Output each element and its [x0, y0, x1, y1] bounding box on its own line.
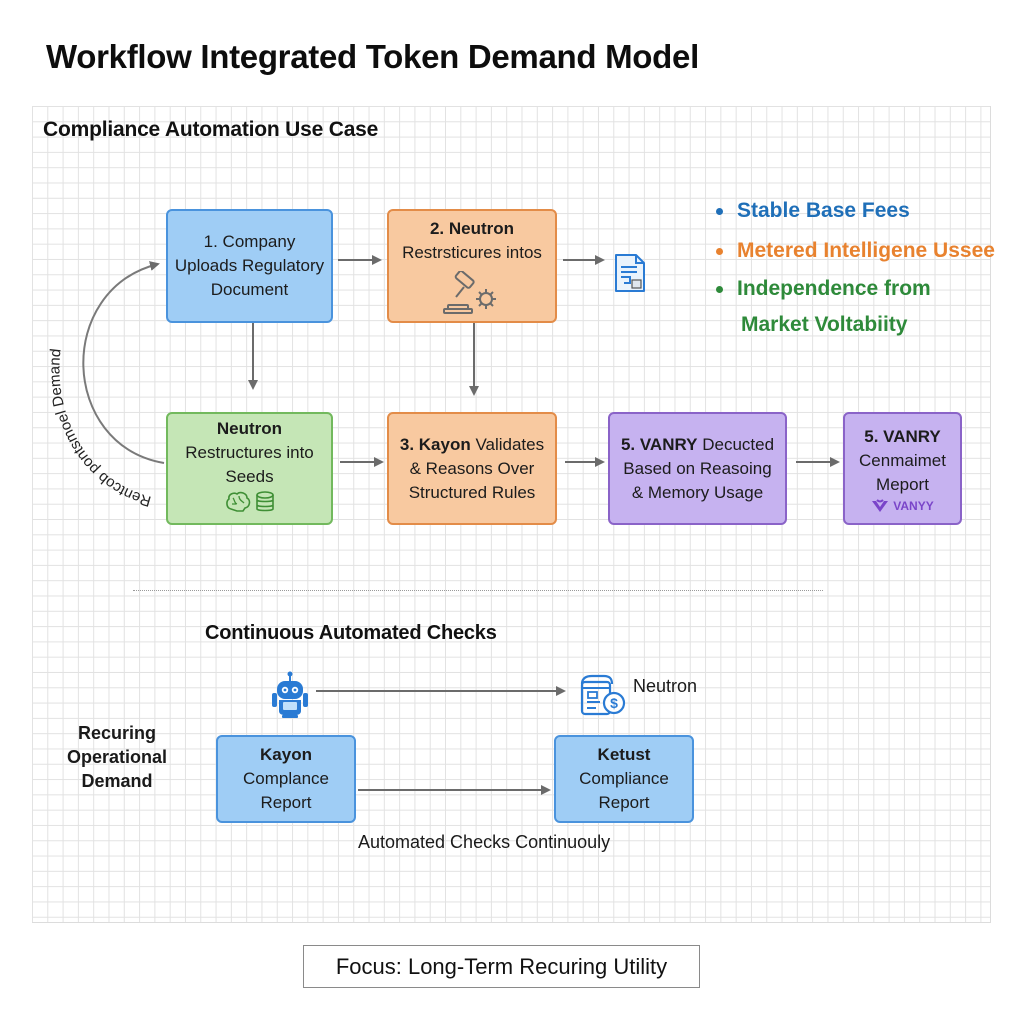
- box-line: Document: [210, 280, 289, 299]
- vanry-logo-icon: [872, 498, 889, 512]
- gavel-gear-icon: [442, 269, 502, 322]
- bullet-text: Market Voltabiity: [741, 313, 908, 336]
- bullet-market-volatility: Market Voltabiity: [741, 313, 907, 337]
- side-label-line: Demand: [81, 771, 153, 791]
- kayon-report-box[interactable]: Kayon Complance Report: [216, 735, 356, 823]
- box-line: Restructures into: [185, 443, 314, 462]
- bullet-text: Independence from: [737, 277, 931, 300]
- box-heading: 5. VANRY: [620, 434, 698, 454]
- box-line: Based on Reasoing: [623, 458, 772, 478]
- box-line: Structured Rules: [408, 482, 536, 502]
- robot-icon: [268, 671, 312, 724]
- focus-box: Focus: Long-Term Recuring Utility: [303, 945, 700, 988]
- bullet-dot: [716, 285, 723, 293]
- box-line: Report: [260, 793, 312, 812]
- automated-checks-caption: Automated Checks Continuouly: [358, 832, 611, 852]
- box-heading: Neutron: [216, 419, 283, 438]
- box-line: Meport: [876, 474, 929, 494]
- bullet-text: Stable Base Fees: [737, 199, 910, 222]
- neutron-label: Neutron: [633, 676, 698, 696]
- box-line: Complance: [243, 769, 329, 788]
- kayon-validates-box[interactable]: 3. Kayon Validates & Reasons Over Struct…: [387, 412, 557, 525]
- bullet-dot: [716, 247, 723, 255]
- company-upload-box[interactable]: 1. Company Uploads Regulatory Document: [166, 209, 333, 323]
- neutron-restructure-box[interactable]: 2. Neutron Restrsticures intos: [387, 209, 557, 323]
- bullet-metered-usage: Metered Intelligene Ussee: [716, 239, 995, 263]
- neutron-seeds-box[interactable]: Neutron Restructures into Seeds: [166, 412, 333, 525]
- box-text: Decucted: [697, 434, 775, 454]
- side-label-line: Operational: [66, 747, 168, 767]
- box-heading: 3. Kayon: [399, 434, 471, 454]
- box-line: & Reasons Over: [409, 458, 535, 478]
- box-heading: Kayon: [260, 745, 312, 764]
- box-line: Compliance: [579, 769, 669, 788]
- box-line: Report: [598, 793, 650, 812]
- box-line: Restrsticures intos: [402, 243, 542, 262]
- box-line: & Memory Usage: [631, 482, 764, 502]
- box-line: Seeds: [225, 467, 274, 486]
- box-heading: Ketust: [597, 745, 651, 764]
- page-title: Workflow Integrated Token Demand Model: [46, 38, 699, 75]
- side-label-line: Recuring: [77, 723, 156, 743]
- bullet-dot: [716, 207, 723, 215]
- vanry-logo: VANYY: [871, 498, 934, 513]
- box-line: 3. Kayon Validates: [400, 433, 544, 457]
- vanry-report-box[interactable]: 5. VANRY Cenmaimet Meport VANYY: [843, 412, 962, 525]
- vanry-logo-text: VANYY: [893, 498, 934, 513]
- svg-text:$: $: [610, 695, 618, 711]
- bullet-stable-base-fees: Stable Base Fees: [716, 199, 910, 223]
- section-divider: [133, 590, 823, 591]
- box-line: 5. VANRY Decucted: [621, 433, 774, 457]
- bullet-independence: Independence from: [716, 277, 931, 301]
- ketust-report-box[interactable]: Ketust Compliance Report: [554, 735, 694, 823]
- document-icon: [612, 253, 648, 300]
- section-label-continuous: Continuous Automated Checks: [205, 622, 497, 644]
- box-line: 1. Company: [203, 232, 296, 251]
- brain-icon: [225, 491, 251, 520]
- box-line: Uploads Regulatory: [174, 256, 325, 275]
- database-icon: [255, 491, 275, 520]
- box-heading: 2. Neutron: [429, 219, 515, 238]
- bullet-text: Metered Intelligene Ussee: [737, 239, 995, 262]
- server-dollar-icon: $: [578, 674, 628, 721]
- box-line: Cenmaimet: [859, 450, 946, 470]
- box-text: Validates: [470, 434, 545, 454]
- recurring-demand-label: Recuring Operational Demand: [58, 721, 176, 793]
- focus-text: Focus: Long-Term Recuring Utility: [335, 953, 668, 979]
- box-heading: 5. VANRY: [864, 426, 941, 446]
- section-label-compliance: Compliance Automation Use Case: [43, 118, 379, 141]
- vanry-deducted-box[interactable]: 5. VANRY Decucted Based on Reasoing & Me…: [608, 412, 787, 525]
